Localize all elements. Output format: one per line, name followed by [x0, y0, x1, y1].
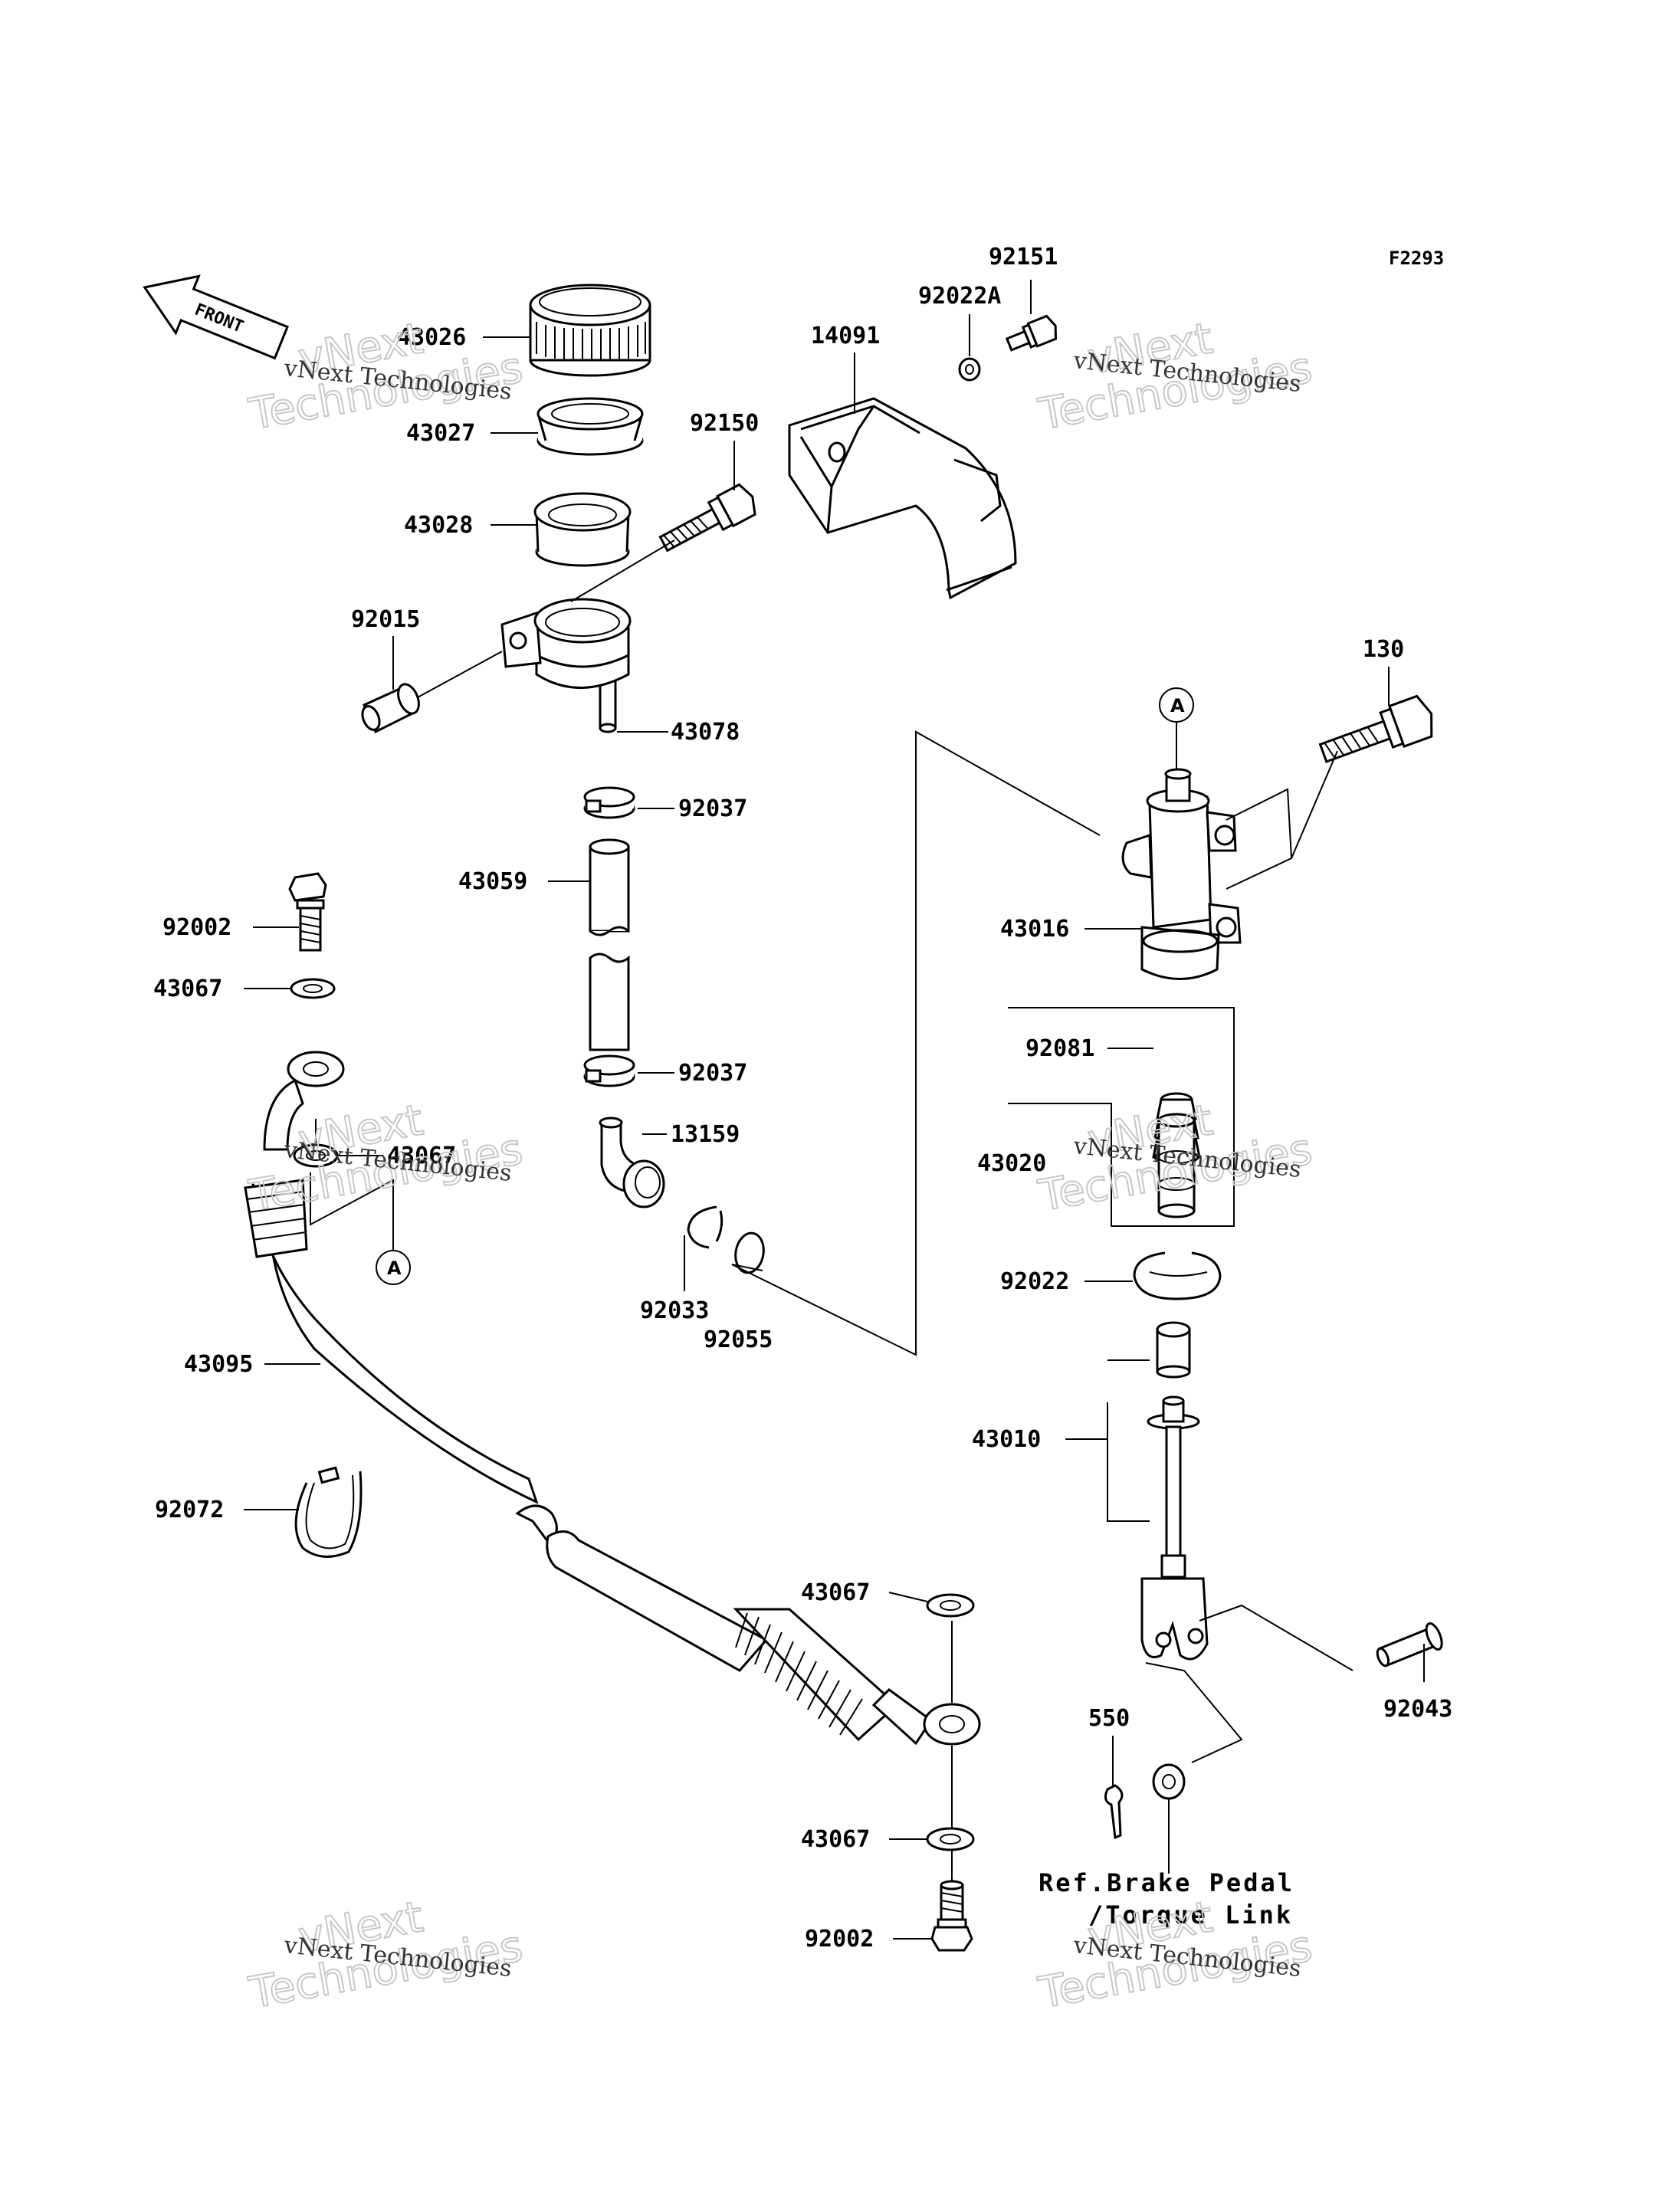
- reservoir-cap: [529, 284, 651, 377]
- clevis-pin: [1376, 1622, 1443, 1667]
- label-13159: 13159: [671, 1121, 740, 1148]
- label-92015: 92015: [351, 606, 420, 633]
- label-92151: 92151: [989, 244, 1058, 271]
- label-92002-lower: 92002: [805, 1926, 874, 1953]
- label-43027: 43027: [406, 420, 475, 447]
- bolt-92150: [658, 483, 756, 553]
- label-92055: 92055: [704, 1326, 773, 1353]
- label-43067-lower-top: 43067: [801, 1579, 870, 1606]
- label-43067-lower-bottom: 43067: [801, 1826, 870, 1853]
- label-43067-upper: 43067: [153, 976, 222, 1002]
- brake-hose: [244, 1179, 934, 1746]
- washer-43067-lower-top: [926, 1593, 975, 1618]
- label-43020: 43020: [977, 1150, 1046, 1177]
- label-92037-lower: 92037: [678, 1060, 747, 1087]
- washer-43067-mid: [293, 1143, 339, 1168]
- ref-a-top: A: [1170, 695, 1185, 716]
- bolt-92151: [1005, 314, 1058, 352]
- reservoir-tank: [500, 598, 632, 733]
- label-43059: 43059: [458, 868, 527, 895]
- banjo-fitting-upper: [263, 1051, 345, 1151]
- master-cylinder: A: [1121, 687, 1242, 980]
- front-arrow-icon: FRONT: [143, 274, 289, 360]
- label-43078: 43078: [671, 719, 740, 746]
- label-92037-upper: 92037: [678, 795, 747, 822]
- hose-clamp-upper: [583, 786, 635, 819]
- label-14091: 14091: [811, 323, 880, 349]
- push-rod: [1140, 1321, 1209, 1661]
- circlip-92022: [1133, 1251, 1222, 1300]
- circlip-92033: [687, 1205, 724, 1249]
- label-43026: 43026: [397, 324, 466, 351]
- reservoir-hose: [589, 838, 630, 1051]
- reservoir-diaphragm: [536, 397, 644, 456]
- diagram-code: F2293: [1389, 248, 1444, 269]
- label-43095: 43095: [184, 1351, 253, 1378]
- hose-elbow: [599, 1117, 665, 1208]
- banjo-bolt-lower: [930, 1880, 973, 1952]
- ref-note-line2: /Torque Link: [1088, 1900, 1293, 1930]
- ref-note-line1: Ref.Brake Pedal: [1039, 1868, 1294, 1897]
- label-92022a: 92022A: [918, 283, 1001, 310]
- hose-clamp-lower: [583, 1054, 635, 1087]
- ref-a-bottom: A: [387, 1258, 402, 1279]
- label-43016: 43016: [1000, 916, 1069, 943]
- bolt-130: [1318, 694, 1433, 763]
- label-550: 550: [1088, 1705, 1130, 1732]
- label-92022: 92022: [1000, 1268, 1069, 1295]
- label-92002-upper: 92002: [162, 914, 231, 941]
- washer-pedal: [1152, 1763, 1186, 1800]
- reservoir-cover: [788, 397, 1017, 600]
- label-43010: 43010: [972, 1426, 1041, 1453]
- label-92072: 92072: [155, 1497, 224, 1523]
- o-ring: [734, 1231, 765, 1274]
- hose-band-clamp: [294, 1466, 363, 1558]
- label-92033: 92033: [640, 1297, 709, 1324]
- label-92150: 92150: [690, 410, 759, 437]
- washer-43067-upper: [290, 978, 336, 999]
- label-92081: 92081: [1025, 1035, 1094, 1062]
- label-130: 130: [1363, 636, 1404, 663]
- label-43028: 43028: [404, 512, 473, 539]
- bushing: [361, 683, 420, 734]
- diaphragm-plate: [533, 492, 632, 567]
- banjo-bolt-upper: [288, 872, 327, 952]
- label-92043: 92043: [1383, 1696, 1452, 1723]
- label-43067-mid: 43067: [387, 1143, 456, 1169]
- cotter-pin: [1104, 1784, 1124, 1840]
- banjo-fitting-lower: [923, 1703, 981, 1746]
- washer-43067-lower-bottom: [926, 1827, 975, 1851]
- piston: [1157, 1113, 1196, 1218]
- washer-92022a: [958, 357, 981, 382]
